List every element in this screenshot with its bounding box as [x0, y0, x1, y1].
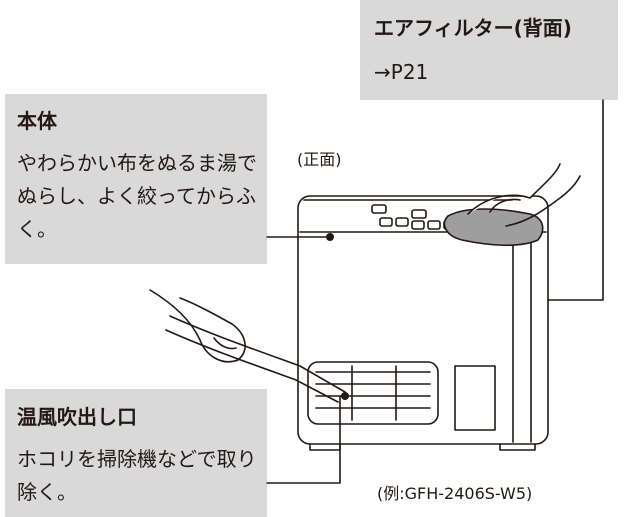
warm-air-outlet-leader-line [266, 395, 341, 484]
air-filter-page-ref: →P21 [374, 60, 429, 84]
model-example-note: (例:GFH-2406S-W5) [377, 484, 533, 503]
front-view-label: (正面) [297, 150, 342, 169]
main-body-callout: 本体 やわらかい布をぬるま湯でぬらし、よく絞ってからふく。 [5, 94, 267, 264]
warm-air-outlet-title: 温風吹出し口 [17, 405, 137, 429]
main-body-title: 本体 [17, 109, 57, 133]
warm-air-outlet-callout: 温風吹出し口 ホコリを掃除機などで取り除く。 [5, 389, 267, 517]
warm-air-outlet-instruction: ホコリを掃除機などで取り除く。 [17, 447, 257, 504]
outlet-pointer-dot [341, 392, 349, 400]
main-body-instruction: やわらかい布をぬるま湯でぬらし、よく絞ってからふく。 [17, 151, 257, 241]
heater-illustration [297, 195, 549, 451]
air-filter-title: エアフィルター(背面) [374, 16, 572, 40]
air-filter-callout: エアフィルター(背面) →P21 [360, 0, 618, 100]
cleaning-cloth-hand [443, 163, 581, 247]
main-body-pointer-dot [326, 233, 334, 241]
air-filter-leader-line [547, 99, 604, 301]
vacuum-nozzle-hand [149, 289, 346, 403]
